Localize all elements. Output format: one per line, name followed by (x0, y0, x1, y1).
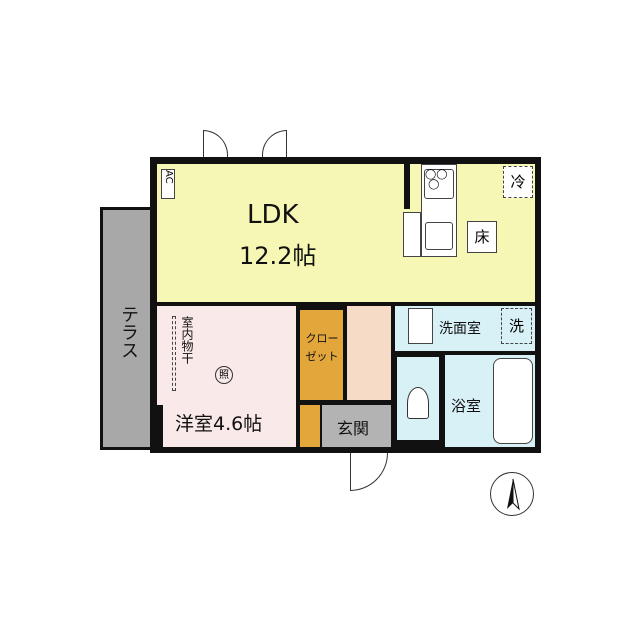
ac-unit: AC (161, 169, 175, 199)
balcony-door[interactable] (203, 130, 228, 157)
light-icon: 照 (215, 366, 233, 384)
balcony-door[interactable] (262, 130, 287, 157)
entrance: 玄関 (322, 405, 391, 447)
closet: クローゼット (300, 310, 343, 400)
bathroom-label: 浴室 (451, 397, 482, 415)
ldk-room: LDK 12.2帖 AC ◯◯ ◯ 冷 床 (157, 164, 535, 302)
washer-space: 洗 (501, 308, 532, 344)
entrance-door[interactable] (350, 453, 388, 491)
kitchen-counter (421, 164, 457, 257)
hall (347, 306, 391, 400)
light-label: 照 (219, 370, 229, 381)
ldk-name: LDK (247, 200, 299, 230)
closet-label: クローゼット (305, 332, 339, 363)
washroom-label: 洗面室 (439, 321, 481, 337)
stove-icon: ◯◯ ◯ (424, 169, 454, 199)
ac-label: AC (163, 170, 174, 184)
western-wall-stub (150, 405, 163, 453)
kitchen-counter (403, 212, 421, 257)
toilet-room (397, 357, 439, 440)
western-room-name: 洋室4.6帖 (175, 413, 263, 435)
indoor-drying-label: 室内物干 (180, 316, 194, 364)
fridge-label: 冷 (510, 173, 526, 191)
toilet-icon (407, 387, 429, 419)
north-arrow-icon (490, 472, 534, 516)
wash-basin (408, 308, 433, 344)
sink-icon (425, 222, 453, 250)
terrace: テラス (100, 207, 150, 450)
western-room: 室内物干 照 洋室4.6帖 (157, 306, 296, 447)
bathroom: 浴室 (445, 355, 535, 447)
washroom: 洗面室 洗 (395, 306, 535, 351)
bathtub (493, 358, 533, 444)
terrace-label: テラス (118, 305, 139, 359)
shoe-storage (300, 405, 320, 447)
floor-storage: 床 (467, 221, 497, 253)
washer-label: 洗 (508, 317, 524, 335)
kitchen-partition (404, 164, 410, 209)
fridge-space: 冷 (503, 166, 533, 198)
ldk-size: 12.2帖 (239, 242, 317, 270)
floor-storage-label: 床 (474, 228, 490, 246)
indoor-drying-rail (172, 316, 176, 391)
entrance-label: 玄関 (337, 419, 370, 438)
